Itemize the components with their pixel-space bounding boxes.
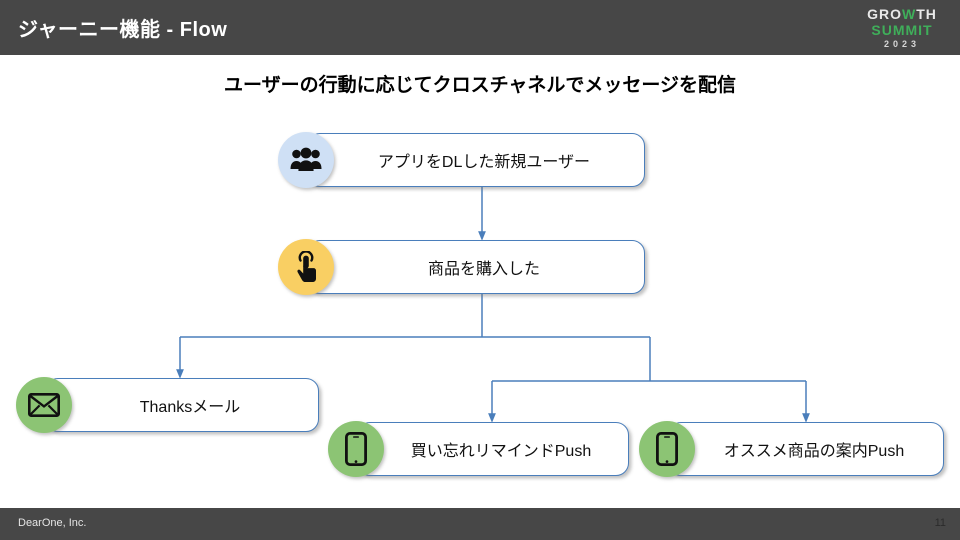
logo-line-year: 2023 bbox=[883, 39, 921, 49]
flow-node-label: 買い忘れリマインドPush bbox=[410, 443, 592, 460]
page-title: ジャーニー機能 - Flow bbox=[18, 19, 228, 41]
envelope-icon bbox=[16, 377, 72, 433]
slide-header: ジャーニー機能 - Flow GROWTH SUMMIT 2023 bbox=[0, 0, 960, 55]
flow-node-label: アプリをDLした新規ユーザー bbox=[377, 154, 591, 171]
flow-node-label: 商品を購入した bbox=[427, 261, 540, 278]
tap-hand-icon bbox=[278, 239, 334, 295]
people-group-glyph bbox=[290, 147, 322, 171]
people-group-icon bbox=[278, 132, 334, 188]
flow-node-recommend-push[interactable]: オススメ商品の案内Push bbox=[639, 421, 944, 477]
company-name: DearOne, Inc. bbox=[18, 517, 87, 529]
logo-accent-letter: W bbox=[902, 6, 917, 22]
logo-line-growth: GROWTH bbox=[867, 6, 937, 22]
page-number: 11 bbox=[934, 517, 946, 529]
logo-line-summit: SUMMIT bbox=[871, 22, 933, 38]
smartphone-glyph bbox=[656, 432, 678, 466]
flow-node-remind-push[interactable]: 買い忘れリマインドPush bbox=[328, 421, 629, 477]
smartphone-icon bbox=[639, 421, 695, 477]
flow-node-purchased[interactable]: 商品を購入した bbox=[278, 239, 645, 295]
flow-node-label: Thanksメール bbox=[139, 399, 241, 416]
flow-node-thanks-mail[interactable]: Thanksメール bbox=[16, 377, 319, 433]
slide-subtitle: ユーザーの行動に応じてクロスチャネルでメッセージを配信 bbox=[223, 75, 737, 96]
smartphone-glyph bbox=[345, 432, 367, 466]
flow-node-new-users[interactable]: アプリをDLした新規ユーザー bbox=[278, 132, 645, 188]
flow-node-label: オススメ商品の案内Push bbox=[723, 443, 905, 460]
tap-hand-glyph bbox=[297, 251, 316, 282]
envelope-glyph bbox=[28, 393, 60, 417]
smartphone-icon bbox=[328, 421, 384, 477]
slide-footer: DearOne, Inc. 11 bbox=[0, 508, 960, 540]
growth-summit-2023-logo: GROWTH SUMMIT 2023 bbox=[856, 7, 948, 49]
